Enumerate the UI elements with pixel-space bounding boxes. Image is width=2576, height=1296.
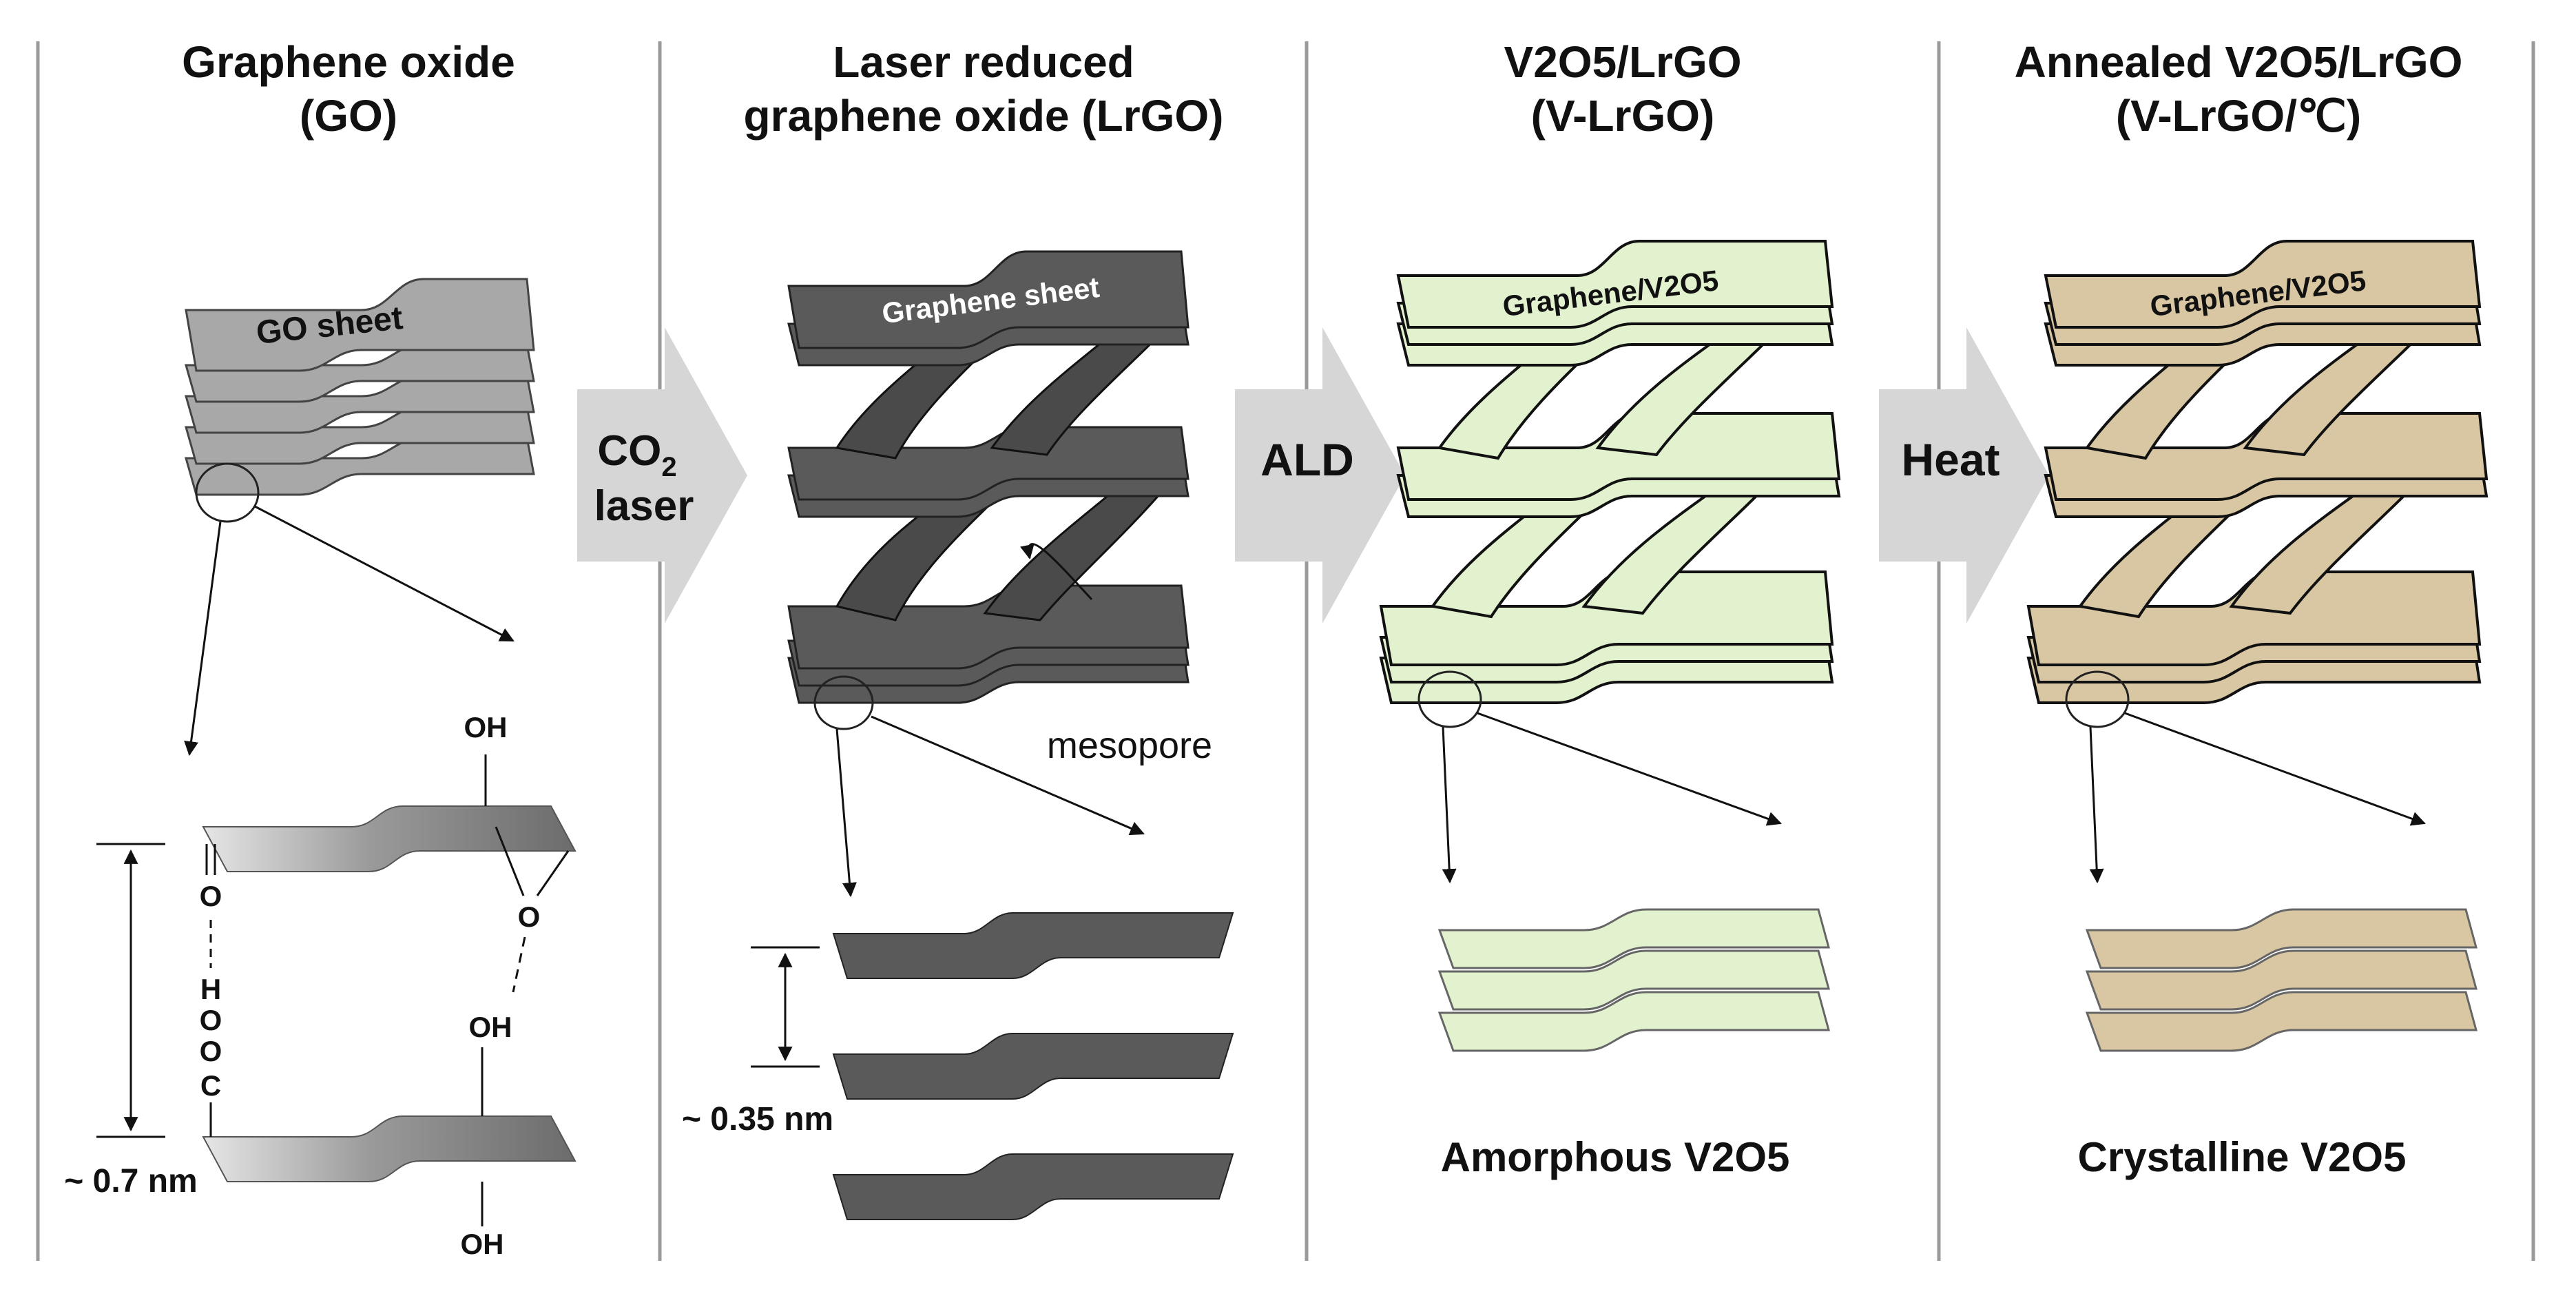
lrgo-detail-sheet-3 — [832, 1153, 1234, 1220]
svg-text:CO2: CO2 — [597, 427, 676, 482]
go-zoom-arrow-left — [184, 521, 222, 757]
panel-titles: Graphene oxide (GO) Laser reduced graphe… — [182, 37, 2462, 141]
go-distance-bracket: ~ 0.7 nm — [64, 843, 198, 1200]
go-detail-sheet-bottom — [202, 1115, 577, 1182]
lrgo-title-2: graphene oxide (LrGO) — [744, 91, 1224, 141]
arrow-co2-laser: CO2 laser — [577, 327, 747, 624]
cooh-o1: O — [200, 1004, 222, 1036]
lrgo-distance-label: ~ 0.35 nm — [682, 1101, 833, 1138]
vlrgo-caption: Amorphous V2O5 — [1441, 1134, 1790, 1180]
lrgo-distance-bracket: ~ 0.35 nm — [682, 946, 833, 1138]
go-distance-label: ~ 0.7 nm — [64, 1163, 197, 1200]
annealed-zoom-circle — [2065, 670, 2130, 728]
annealed-title-2: (V-LrGO/℃) — [2116, 91, 2361, 141]
mesopore-pointer — [1020, 543, 1093, 601]
lrgo-zoom-circle — [813, 675, 874, 730]
lrgo-zoom-arrow-right — [871, 715, 1145, 836]
oh-bottom-label: OH — [461, 1228, 504, 1260]
lrgo-title-1: Laser reduced — [833, 37, 1134, 87]
lrgo-zoom-arrow-left — [835, 728, 857, 898]
annealed-title-1: Annealed V2O5/LrGO — [2015, 37, 2463, 87]
lrgo-detail-sheet-1 — [832, 912, 1234, 979]
vlrgo-zoom-arrow-right — [1477, 712, 1782, 826]
go-zoom-circle — [195, 462, 260, 523]
go-functional-groups: OH O OH OH O H O O C — [200, 711, 570, 1260]
cooh-c: C — [200, 1069, 221, 1102]
go-title-2: (GO) — [300, 91, 397, 141]
heat-text: Heat — [1901, 434, 1999, 485]
arrow-heat: Heat — [1879, 327, 2049, 624]
annealed-structure: Graphene/V2O5 — [2026, 240, 2489, 704]
go-zoom-arrow-right — [254, 505, 515, 642]
co2-text: CO — [597, 427, 661, 475]
laser-text: laser — [594, 482, 694, 530]
vlrgo-title-2: (V-LrGO) — [1531, 91, 1715, 141]
vlrgo-detail-sheets — [1437, 908, 1830, 1052]
annealed-zoom-arrow-left — [2089, 726, 2104, 884]
vlrgo-zoom-arrow-left — [1442, 726, 1457, 884]
vlrgo-structure: Graphene/V2O5 — [1379, 240, 1841, 704]
cooh-h: H — [200, 973, 221, 1005]
vlrgo-title-1: V2O5/LrGO — [1504, 37, 1742, 87]
carbonyl-o-label: O — [200, 880, 222, 912]
annealed-zoom-arrow-right — [2124, 712, 2426, 826]
co2-subscript: 2 — [661, 452, 676, 482]
vlrgo-zoom-circle — [1417, 670, 1482, 728]
annealed-caption: Crystalline V2O5 — [2078, 1134, 2407, 1180]
annealed-detail-sheets — [2085, 908, 2478, 1052]
go-title-1: Graphene oxide — [182, 37, 515, 87]
mesopore-label: mesopore — [1047, 725, 1212, 766]
ald-text: ALD — [1260, 434, 1354, 485]
go-sheet-stack: GO sheet — [185, 278, 535, 496]
go-detail-sheet-top — [202, 805, 577, 872]
cooh-o2: O — [200, 1035, 222, 1067]
arrow-ald: ALD — [1235, 327, 1405, 624]
lrgo-structure: Graphene sheet — [787, 250, 1190, 704]
oh-mid-label: OH — [469, 1011, 512, 1043]
epoxy-o-label: O — [518, 901, 541, 933]
lrgo-detail-sheet-2 — [832, 1033, 1234, 1100]
oh-top-label: OH — [464, 711, 508, 743]
